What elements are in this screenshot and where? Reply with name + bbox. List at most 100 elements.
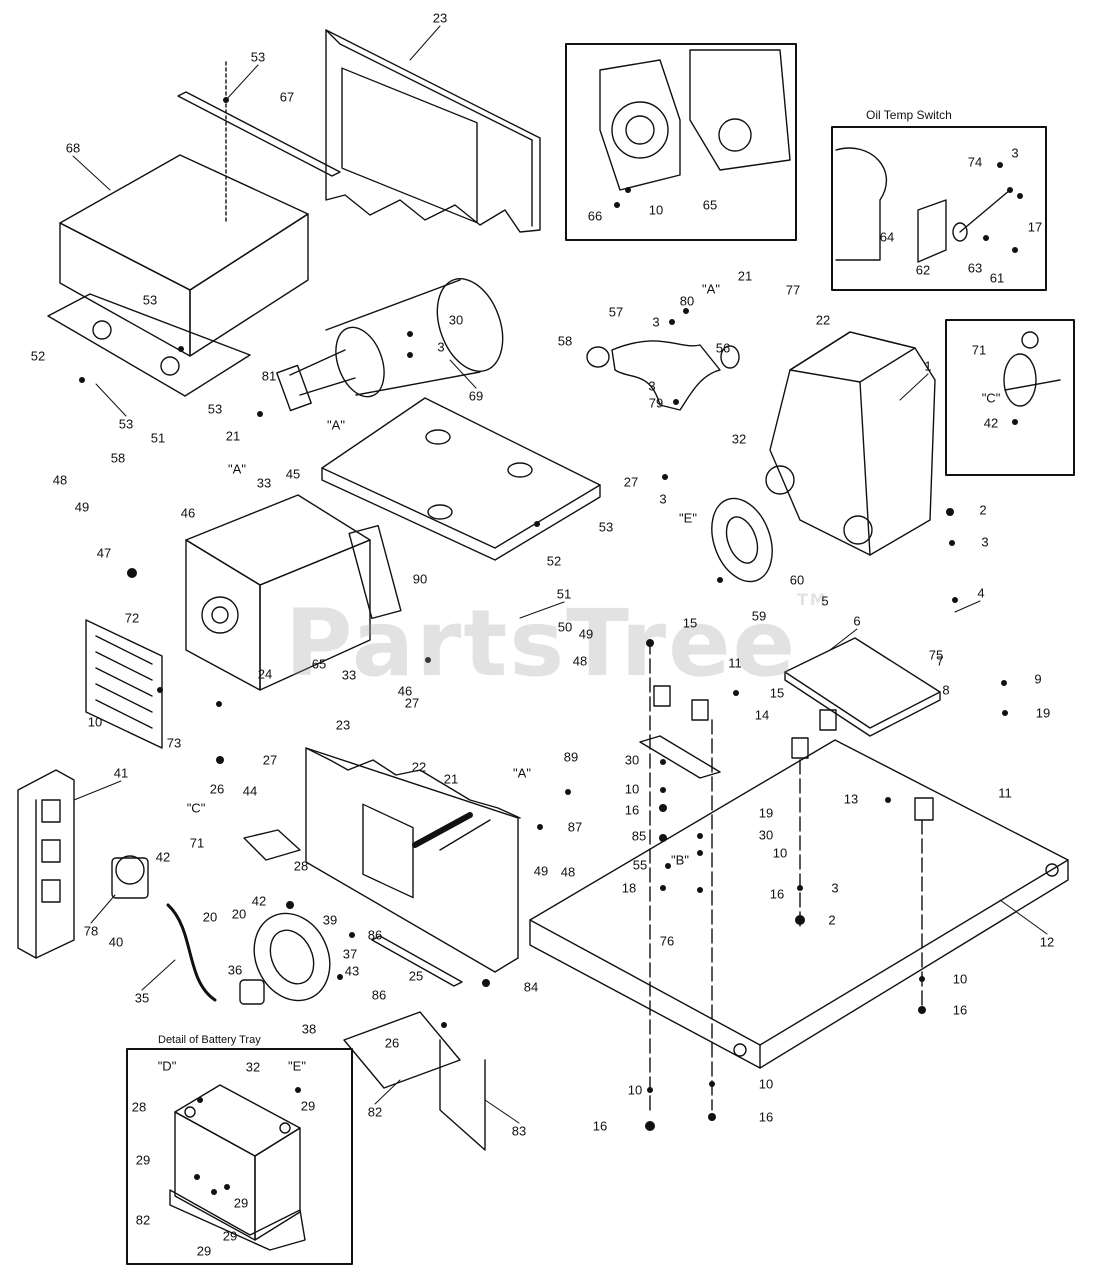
gasket-56	[720, 345, 740, 369]
part-callout: 90	[412, 571, 428, 587]
part-callout: 79	[648, 395, 664, 411]
part-callout: 16	[952, 1002, 968, 1018]
rear-panel-23	[325, 29, 541, 233]
alternator-24	[185, 494, 402, 691]
part-callout: 32	[245, 1059, 261, 1075]
part-callout: 42	[251, 893, 267, 909]
part-callout: 53	[142, 292, 158, 308]
part-callout: 61	[989, 270, 1005, 286]
part-callout: 13	[843, 791, 859, 807]
part-callout: 27	[404, 695, 420, 711]
part-callout: 3	[652, 314, 660, 330]
part-callout: 27	[623, 474, 639, 490]
part-callout: 53	[118, 416, 134, 432]
part-callout: 85	[631, 828, 647, 844]
part-callout: 49	[578, 626, 594, 642]
exhaust-pipe-57	[611, 340, 721, 411]
part-callout: 56	[715, 340, 731, 356]
part-callout: 64	[879, 229, 895, 245]
part-callout: 22	[411, 759, 427, 775]
part-callout: 2	[979, 502, 987, 518]
solenoid-valve-40	[111, 857, 149, 899]
part-callout: 69	[468, 388, 484, 404]
part-callout: 19	[758, 805, 774, 821]
part-callout: 47	[96, 545, 112, 561]
part-callout: 24	[257, 666, 273, 682]
part-callout: 4	[977, 585, 985, 601]
part-callout: 48	[572, 653, 588, 669]
part-callout: 19	[1035, 705, 1051, 721]
partstree-watermark: PartsTreeTM	[285, 590, 828, 697]
part-callout: 67	[279, 89, 295, 105]
part-callout: 51	[150, 430, 166, 446]
part-callout: 42	[155, 849, 171, 865]
part-callout: 80	[679, 293, 695, 309]
part-callout: 16	[592, 1118, 608, 1134]
part-callout: "B"	[671, 852, 689, 868]
part-callout: 3	[659, 491, 667, 507]
part-callout: 15	[682, 615, 698, 631]
part-callout: 12	[1039, 934, 1055, 950]
battery-detail	[169, 1084, 306, 1251]
part-callout: 7	[936, 653, 944, 669]
part-callout: 28	[293, 858, 309, 874]
part-callout: "A"	[513, 765, 531, 781]
part-callout: 58	[110, 450, 126, 466]
part-callout: 10	[624, 781, 640, 797]
part-callout: 36	[227, 962, 243, 978]
part-callout: 46	[397, 683, 413, 699]
part-callout: 15	[769, 685, 785, 701]
part-callout: 87	[567, 819, 583, 835]
part-callout: 16	[624, 802, 640, 818]
part-callout: 57	[608, 304, 624, 320]
part-callout: 81	[261, 368, 277, 384]
part-callout: 1	[924, 358, 932, 374]
oil-temp-inset	[835, 147, 1011, 263]
part-callout: 30	[448, 312, 464, 328]
base-frame-12	[529, 739, 1069, 1069]
part-callout: 77	[785, 282, 801, 298]
valve-c-inset	[1003, 331, 1061, 407]
part-callout: 51	[556, 586, 572, 602]
part-callout: 29	[233, 1195, 249, 1211]
part-callout: "C"	[981, 390, 1001, 406]
part-callout: 71	[189, 835, 205, 851]
part-callout: 38	[301, 1021, 317, 1037]
part-callout: 3	[1011, 145, 1019, 161]
part-callout: 23	[335, 717, 351, 733]
part-callout: 49	[74, 499, 90, 515]
part-callout: 52	[30, 348, 46, 364]
part-callout: 53	[207, 401, 223, 417]
part-callout: 84	[523, 979, 539, 995]
mounts	[653, 685, 934, 821]
part-callout: 66	[587, 208, 603, 224]
gasket-58	[586, 346, 610, 368]
part-callout: 3	[648, 378, 656, 394]
regulator-38	[239, 912, 331, 1005]
part-callout: 29	[300, 1098, 316, 1114]
tray-82	[343, 1011, 461, 1089]
part-callout: 33	[256, 475, 272, 491]
part-callout: 68	[65, 140, 81, 156]
part-callout: 10	[627, 1082, 643, 1098]
part-callout: 86	[367, 927, 383, 943]
cover-68	[47, 154, 309, 397]
part-callout: 52	[546, 553, 562, 569]
caption-oil-temp-switch: Oil Temp Switch	[866, 108, 952, 122]
part-callout: 43	[344, 963, 360, 979]
part-callout: 41	[113, 765, 129, 781]
part-callout: 10	[758, 1076, 774, 1092]
part-callout: 60	[789, 572, 805, 588]
inset-box-oil-temp-switch	[831, 126, 1047, 291]
part-callout: 42	[983, 415, 999, 431]
engine-1	[765, 331, 936, 556]
part-callout: 37	[342, 946, 358, 962]
part-callout: 73	[166, 735, 182, 751]
part-callout: 29	[135, 1152, 151, 1168]
part-callout: 58	[557, 333, 573, 349]
part-callout: 3	[831, 880, 839, 896]
part-callout: 30	[758, 827, 774, 843]
bracket-44	[243, 829, 301, 861]
